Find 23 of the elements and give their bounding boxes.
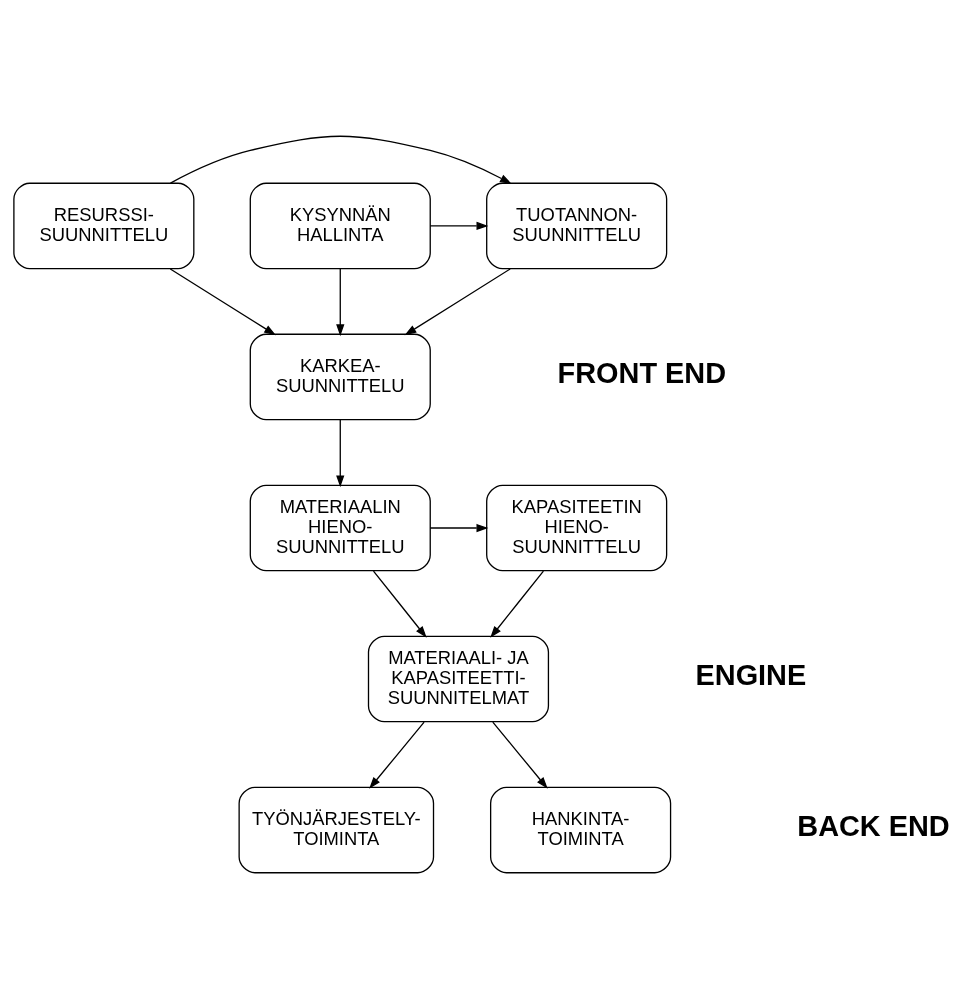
arrow [369, 720, 425, 789]
arrow [336, 267, 345, 336]
arrow [336, 418, 345, 487]
node-box: KARKEA- SUUNNITTELU [249, 333, 431, 420]
arrow [490, 569, 545, 638]
node-box: KAPASITEETIN HIENO- SUUNNITTELU [486, 484, 668, 571]
arrow [372, 569, 427, 638]
label: FRONT END [557, 356, 727, 389]
node-box: TYÖNJÄRJESTELY- TOIMINTA [238, 786, 435, 873]
node-box: MATERIAALIN HIENO- SUUNNITTELU [249, 484, 431, 571]
node-box: TUOTANNON- SUUNNITTELU [486, 182, 668, 269]
node-box: HANKINTA- TOIMINTA [490, 786, 672, 873]
arrow [404, 267, 511, 335]
arrow [169, 135, 512, 184]
label: BACK END [797, 809, 950, 842]
node-box: MATERIAALI- JA KAPASITEETTI- SUUNNITELMAT [367, 635, 550, 722]
label: ENGINE [695, 658, 807, 691]
arrow [429, 523, 489, 532]
arrow [492, 720, 548, 789]
node-box: KYSYNNÄN HALLINTA [249, 182, 431, 269]
arrow [429, 221, 489, 230]
node-box: RESURSSI- SUUNNITTELU [13, 182, 195, 269]
arrow [169, 267, 276, 335]
